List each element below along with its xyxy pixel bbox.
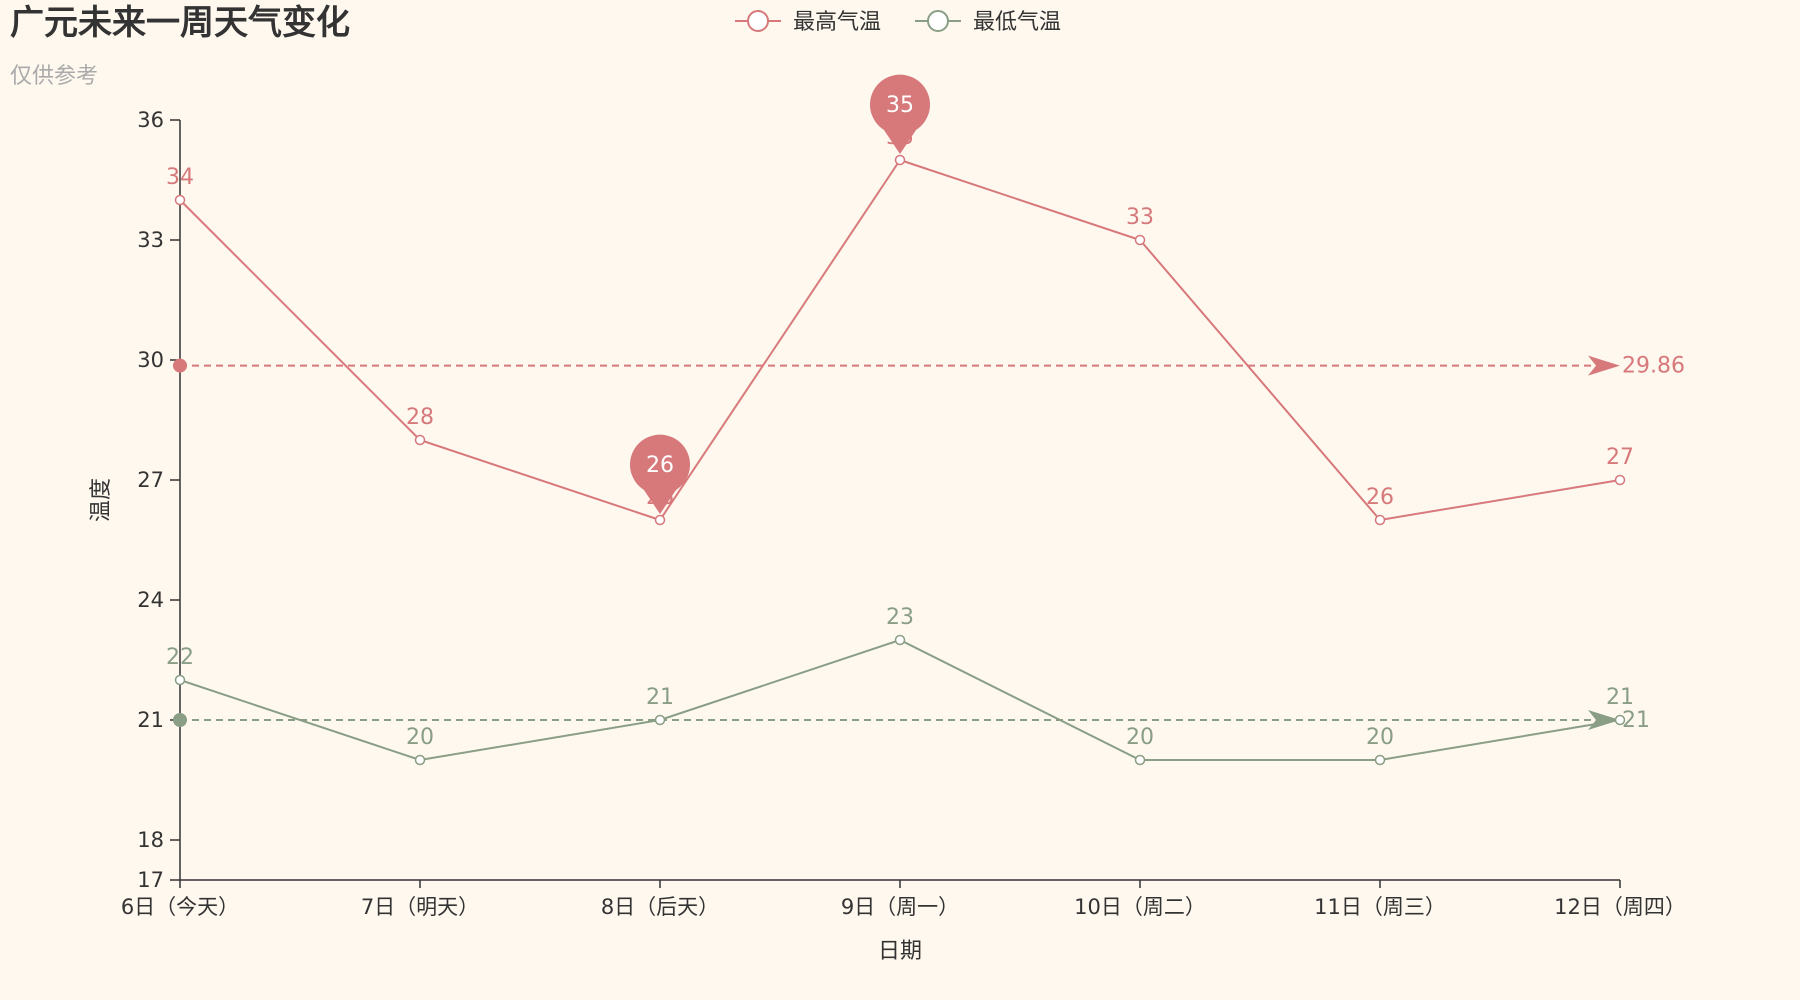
data-point[interactable] (894, 634, 906, 646)
legend-item-1[interactable]: 最高气温 (735, 10, 881, 35)
data-point[interactable] (174, 674, 186, 686)
average-lines: 29.86 21 (173, 354, 1685, 733)
data-point[interactable] (654, 714, 666, 726)
series-layer (174, 154, 1626, 766)
x-tick-label: 6日（今天） (121, 895, 239, 919)
data-point[interactable] (1134, 754, 1146, 766)
data-label: 20 (406, 725, 434, 750)
data-point[interactable] (1134, 234, 1146, 246)
y-tick-label: 17 (137, 868, 164, 892)
axes: 17 18 21 24 27 30 33 36 6日（今天） 7日（明天） 8日（后天） 9日（周一）… (121, 108, 1686, 919)
data-point[interactable] (174, 194, 186, 206)
y-tick-label: 33 (137, 228, 164, 252)
pin-label: 26 (646, 453, 674, 478)
x-tick-label: 7日（明天） (361, 895, 479, 919)
x-tick-label: 8日（后天） (601, 895, 719, 919)
x-tick-label: 11日（周三） (1314, 895, 1446, 919)
legend-circle-icon (927, 10, 949, 32)
data-label: 21 (646, 685, 674, 710)
data-point[interactable] (1614, 474, 1626, 486)
average-line-label: 21 (1622, 708, 1650, 733)
data-label: 20 (1126, 725, 1154, 750)
legend[interactable]: 最高气温 最低气温 (735, 10, 1061, 35)
data-label: 28 (406, 405, 434, 430)
x-axis-title: 日期 (878, 939, 922, 964)
average-line-label: 29.86 (1622, 354, 1685, 379)
y-tick-label: 18 (137, 828, 164, 852)
data-label: 21 (1606, 685, 1634, 710)
data-label: 22 (166, 645, 194, 670)
series-2 (174, 634, 1626, 766)
data-point[interactable] (414, 754, 426, 766)
data-point[interactable] (1614, 714, 1626, 726)
legend-label: 最低气温 (973, 10, 1061, 35)
x-tick-label: 10日（周二） (1074, 895, 1206, 919)
pin-label: 35 (886, 93, 914, 118)
data-point[interactable] (654, 514, 666, 526)
y-tick-label: 30 (137, 348, 164, 372)
mark-points: 35 26 (630, 74, 931, 514)
data-point[interactable] (414, 434, 426, 446)
y-tick-label: 21 (137, 708, 164, 732)
x-tick-label: 12日（周四） (1554, 895, 1686, 919)
data-label: 23 (886, 605, 914, 630)
y-axis-title: 温度 (89, 478, 114, 522)
y-tick-label: 27 (137, 468, 164, 492)
y-tick-label: 36 (137, 108, 164, 132)
legend-circle-icon (747, 10, 769, 32)
average-line-1: 29.86 (173, 354, 1685, 379)
data-point[interactable] (894, 154, 906, 166)
data-point[interactable] (1374, 514, 1386, 526)
series-line (179, 158, 1621, 522)
data-label: 20 (1366, 725, 1394, 750)
average-line-2: 21 (173, 708, 1650, 733)
pin-shape (630, 434, 691, 514)
legend-item-2[interactable]: 最低气温 (915, 10, 1061, 35)
data-label: 33 (1126, 205, 1154, 230)
x-tick-label: 9日（周一） (841, 895, 959, 919)
pin-shape (870, 74, 931, 154)
data-label: 26 (1366, 485, 1394, 510)
series-line (179, 638, 1621, 762)
chart-subtitle: 仅供参考 (10, 64, 98, 89)
y-tick-label: 24 (137, 588, 164, 612)
data-point[interactable] (1374, 754, 1386, 766)
data-label: 34 (166, 165, 194, 190)
legend-label: 最高气温 (793, 10, 881, 35)
mark-point-max-pin-icon[interactable]: 35 (870, 74, 931, 154)
data-label: 27 (1606, 445, 1634, 470)
data-labels: 3428263533262722202123202021 (166, 125, 1634, 750)
average-line-arrow-icon (1588, 355, 1620, 376)
series-1 (174, 154, 1626, 526)
chart-title: 广元未来一周天气变化 (10, 3, 350, 43)
mark-point-min-pin-icon[interactable]: 26 (630, 434, 691, 514)
